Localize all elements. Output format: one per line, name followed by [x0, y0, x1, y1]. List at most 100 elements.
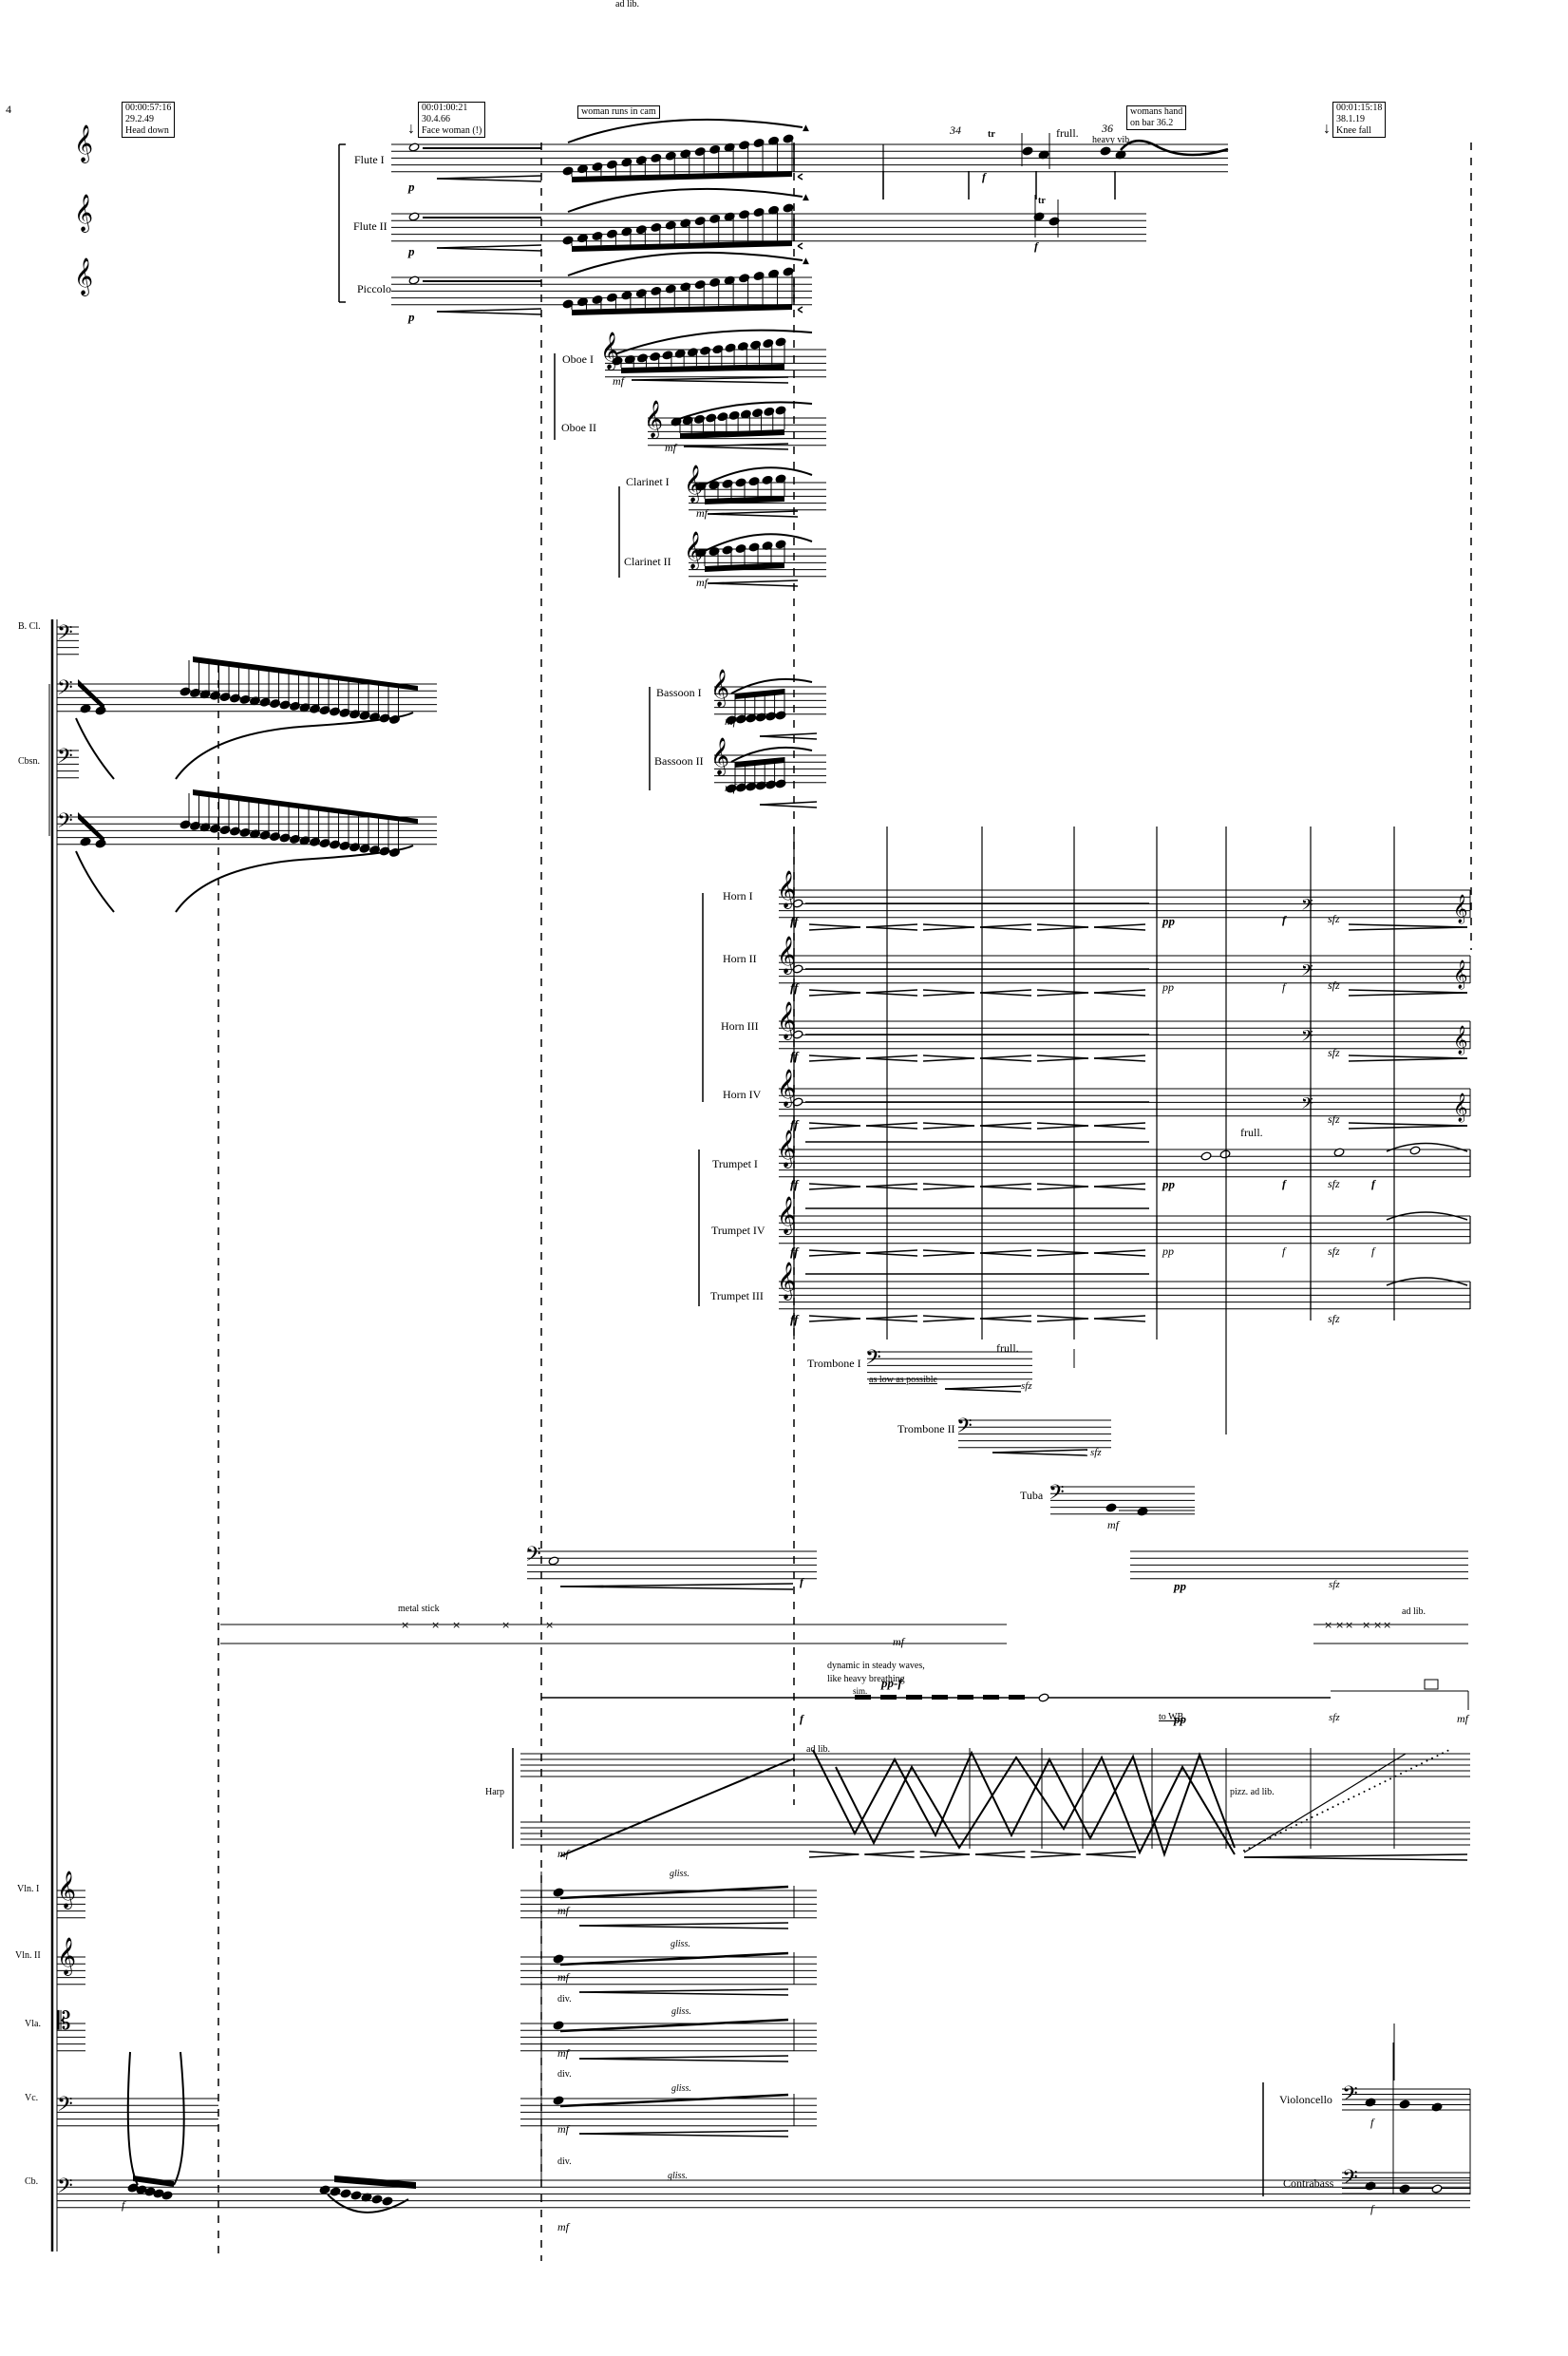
- crescendo-hairpin: [631, 376, 789, 381]
- decrescendo-hairpin: [922, 923, 975, 928]
- dynamic-pp-f: pp-f: [881, 1676, 902, 1690]
- treble-clef-icon: 𝄞: [777, 936, 796, 975]
- crescendo-hairpin: [1243, 1853, 1468, 1858]
- bass-clef-icon: 𝄢: [57, 676, 73, 705]
- trill-marking: tr: [988, 129, 995, 140]
- oboe-run: [693, 414, 705, 424]
- decrescendo-hairpin: [808, 1853, 860, 1858]
- crescendo-hairpin: [759, 735, 818, 740]
- x-notehead-icon: ×: [501, 1619, 510, 1631]
- pizz-dot: [1295, 1824, 1297, 1826]
- crescendo-hairpin: [1093, 1122, 1146, 1127]
- whole-note: [792, 1030, 803, 1039]
- run-note: [259, 830, 271, 840]
- note: [80, 837, 91, 846]
- crescendo-hairpin: [797, 173, 803, 178]
- dynamic-mf: mf: [557, 2046, 569, 2060]
- crescendo-hairpin: [1093, 923, 1146, 928]
- slur: [75, 850, 115, 913]
- harp-gliss: [1243, 1753, 1407, 1853]
- bassoon-run: [765, 780, 777, 789]
- crescendo-hairpin: [865, 1122, 918, 1127]
- crescendo-hairpin: [578, 1991, 789, 1996]
- crescendo-hairpin: [797, 309, 803, 314]
- decrescendo-hairpin: [922, 1252, 975, 1257]
- run-note: [310, 704, 320, 713]
- crescendo-hairpin: [578, 2130, 789, 2135]
- note: [1431, 2102, 1443, 2112]
- instrument-label-trumpet-4: Trumpet IV: [711, 1224, 765, 1237]
- beam: [78, 812, 104, 844]
- clarinet-run: [775, 474, 786, 484]
- dynamic-f: f: [982, 170, 986, 183]
- dynamic-f: f: [1282, 980, 1286, 994]
- crescendo-hairpin: [865, 923, 918, 928]
- flute-run: [592, 162, 603, 171]
- crescendo-hairpin: [865, 992, 918, 997]
- pizz-dot: [1327, 1808, 1329, 1811]
- note: [1137, 1507, 1148, 1516]
- run-note: [339, 709, 350, 717]
- flute-run: [562, 299, 574, 309]
- whole-note: [1200, 1151, 1212, 1161]
- decrescendo-hairpin: [1348, 923, 1468, 928]
- gliss-marking: gliss.: [668, 2171, 688, 2181]
- crescendo-hairpin: [1086, 1851, 1137, 1855]
- decrescendo-hairpin: [1348, 989, 1468, 994]
- decrescendo-hairpin: [1036, 1186, 1089, 1190]
- beam: [572, 304, 792, 315]
- pizz-dot: [1321, 1811, 1324, 1814]
- crescendo-hairpin: [683, 446, 789, 450]
- x-notehead-icon: ×: [1345, 1619, 1353, 1631]
- flute-run: [694, 280, 706, 289]
- instrument-label-bassoon-2: Bassoon II: [654, 754, 704, 768]
- beam: [572, 240, 792, 252]
- flute-run: [783, 267, 794, 276]
- pizz-dot: [1275, 1834, 1276, 1836]
- decrescendo-hairpin: [808, 1252, 861, 1257]
- note: [1033, 212, 1045, 221]
- vibrato-slur: [1120, 140, 1229, 157]
- gliss-line: [559, 2018, 789, 2033]
- beam: [705, 496, 784, 504]
- crescendo-hairpin: [797, 245, 803, 250]
- crescendo-hairpin: [1093, 1057, 1146, 1062]
- dynamic-f: f: [800, 1575, 803, 1588]
- dynamic-f: f: [1371, 1244, 1375, 1258]
- bar-number-36: 36: [1102, 122, 1113, 135]
- flute-run: [739, 141, 750, 150]
- bar-number-34: 34: [950, 124, 961, 137]
- oboe-run: [687, 348, 698, 357]
- beam: [621, 364, 784, 373]
- instrument-label-contrabass: Contrabass: [1283, 2176, 1334, 2190]
- cue-box-head-down: 00:00:57:16 29.2.49 Head down: [122, 102, 176, 138]
- decrescendo-hairpin: [922, 1186, 975, 1190]
- crescendo-hairpin: [1243, 1856, 1468, 1861]
- crescendo-hairpin: [979, 1186, 1032, 1190]
- oboe-run: [775, 406, 786, 415]
- bass-clef-icon: 𝄢: [1342, 2082, 1358, 2111]
- crescendo-hairpin: [979, 1122, 1032, 1127]
- run-note: [199, 690, 211, 699]
- oboe-run: [764, 407, 775, 416]
- instrument-label-violin-1: Vln. I: [17, 1884, 40, 1894]
- slur: [327, 2194, 409, 2214]
- decrescendo-hairpin: [1036, 1318, 1089, 1322]
- run-note: [270, 832, 280, 841]
- note: [553, 2096, 564, 2105]
- dynamic-sfz: sfz: [1090, 1447, 1102, 1458]
- crescendo-hairpin: [436, 244, 542, 249]
- dynamic-sfz: sfz: [1328, 1112, 1340, 1126]
- decrescendo-hairpin: [1030, 1851, 1081, 1855]
- whole-note: [1219, 1150, 1231, 1159]
- oboe-run: [750, 340, 762, 350]
- slur: [75, 717, 115, 780]
- cue-action: Face woman (!): [422, 125, 482, 136]
- dynamic-f: f: [1282, 1177, 1286, 1190]
- flute-run: [768, 269, 780, 278]
- clarinet-run: [722, 479, 733, 488]
- treble-clef-icon: 𝄞: [777, 1069, 796, 1108]
- phrase-slur: [730, 746, 813, 763]
- whole-note: [1333, 1148, 1345, 1157]
- treble-clef-icon: 𝄞: [1453, 1025, 1467, 1055]
